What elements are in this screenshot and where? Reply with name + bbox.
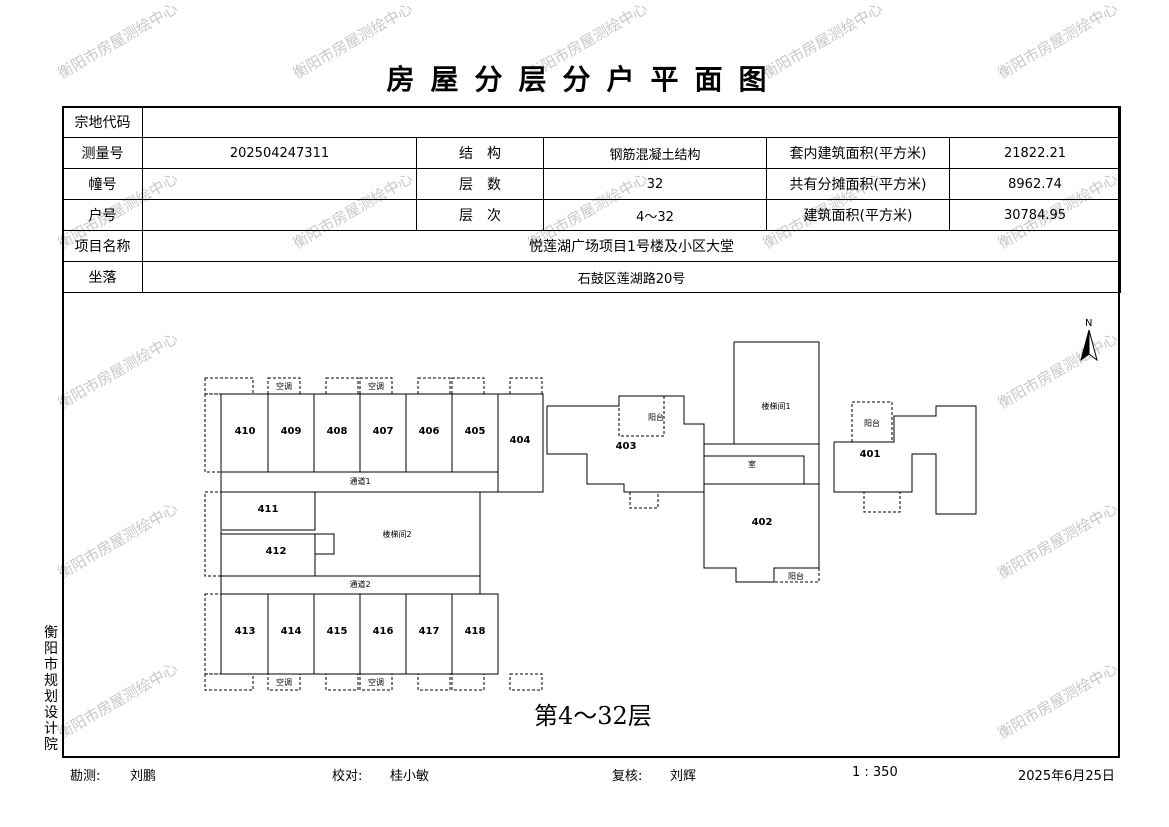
unit-label: 405 xyxy=(465,426,486,437)
taonei-value: 21822.21 xyxy=(948,137,1122,169)
unit-label: 418 xyxy=(465,626,486,637)
unit-label: 401 xyxy=(860,449,881,460)
reviewer-label: 复核: xyxy=(612,769,643,784)
hu-value xyxy=(142,199,417,231)
balcony-label: 阳台 xyxy=(648,412,664,422)
unit-401-outline xyxy=(833,405,977,515)
side-char: 划 xyxy=(44,689,58,705)
taonei-label: 套内建筑面积(平方米) xyxy=(766,137,950,169)
surveyor-name: 刘鹏 xyxy=(130,769,157,784)
unit-label: 410 xyxy=(235,426,256,437)
side-char: 市 xyxy=(44,657,58,673)
jianzhu-value: 30784.95 xyxy=(948,199,1122,231)
info-table: 宗地代码 测量号 202504247311 结 构 钢筋混凝土结构 套内建筑面积… xyxy=(62,106,1122,293)
celiang-value: 202504247311 xyxy=(142,137,417,169)
zuoluo-label: 坐落 xyxy=(62,261,143,293)
corridor-label: 通道2 xyxy=(349,579,370,589)
cengshu-label: 层 数 xyxy=(416,168,544,200)
date: 2025年6月25日 xyxy=(1018,769,1115,784)
ac-label: 空调 xyxy=(276,677,292,687)
xiangmu-value: 悦莲湖广场项目1号楼及小区大堂 xyxy=(141,230,1122,262)
ac-label: 空调 xyxy=(368,381,384,391)
jiegou-label: 结 构 xyxy=(416,137,544,169)
zuoluo-value: 石鼓区莲湖路20号 xyxy=(141,261,1122,293)
stair-label: 楼梯间1 xyxy=(761,401,790,411)
stair-label: 楼梯间2 xyxy=(382,529,411,539)
scale: 1 : 350 xyxy=(852,765,898,780)
cengci-value: 4～32 xyxy=(543,199,767,231)
side-char: 规 xyxy=(44,673,58,689)
zhuang-value xyxy=(142,168,417,200)
north-label: N xyxy=(1085,318,1092,329)
side-char: 计 xyxy=(44,721,58,737)
unit-label: 409 xyxy=(281,426,302,437)
side-char: 院 xyxy=(44,737,58,753)
unit-label: 414 xyxy=(281,626,302,637)
corridor-label: 通道1 xyxy=(349,476,370,486)
zongdi-label: 宗地代码 xyxy=(62,106,143,138)
north-arrow-icon xyxy=(1080,329,1098,362)
side-char: 阳 xyxy=(44,641,58,657)
hall-label: 室 xyxy=(748,459,756,469)
unit-404-outline xyxy=(497,393,544,493)
page-title: 房屋分层分户平面图 xyxy=(386,63,783,96)
jianzhu-label: 建筑面积(平方米) xyxy=(766,199,950,231)
side-char: 衡 xyxy=(44,625,58,641)
middle-block xyxy=(204,491,481,595)
unit-label: 406 xyxy=(419,426,440,437)
cengshu-value: 32 xyxy=(543,168,767,200)
unit-label: 413 xyxy=(235,626,256,637)
checker-name: 桂小敏 xyxy=(390,769,430,784)
unit-label: 411 xyxy=(258,504,279,515)
gongyou-label: 共有分摊面积(平方米) xyxy=(766,168,950,200)
cengci-label: 层 次 xyxy=(416,199,544,231)
checker-label: 校对: xyxy=(332,769,363,784)
balcony-label: 阳台 xyxy=(864,418,880,428)
reviewer-name: 刘辉 xyxy=(670,769,697,784)
jiegou-value: 钢筋混凝土结构 xyxy=(543,137,767,169)
floor-label: 第4～32层 xyxy=(534,702,652,730)
celiang-label: 测量号 xyxy=(62,137,143,169)
unit-label: 417 xyxy=(419,626,440,637)
side-institute-text: 衡 阳 市 规 划 设 计 院 xyxy=(42,625,60,753)
unit-label: 403 xyxy=(616,441,637,452)
gongyou-value: 8962.74 xyxy=(948,168,1122,200)
hu-label: 户号 xyxy=(62,199,143,231)
unit-label: 412 xyxy=(266,546,287,557)
balcony-label: 阳台 xyxy=(788,571,804,581)
ac-label: 空调 xyxy=(276,381,292,391)
zhuang-label: 幢号 xyxy=(62,168,143,200)
unit-label: 402 xyxy=(752,517,773,528)
surveyor-label: 勘测: xyxy=(70,769,101,784)
unit-label: 404 xyxy=(510,435,531,446)
floor-plan: N 410 409 408 407 406 405 404 411 412 41… xyxy=(204,318,1098,691)
unit-label: 407 xyxy=(373,426,394,437)
unit-label: 415 xyxy=(327,626,348,637)
ac-label: 空调 xyxy=(368,677,384,687)
unit-label: 408 xyxy=(327,426,348,437)
bottom-units-block xyxy=(204,593,543,691)
stair-1-outline xyxy=(733,341,820,445)
unit-label: 416 xyxy=(373,626,394,637)
zongdi-value xyxy=(141,106,1122,138)
side-char: 设 xyxy=(44,705,58,721)
xiangmu-label: 项目名称 xyxy=(62,230,143,262)
